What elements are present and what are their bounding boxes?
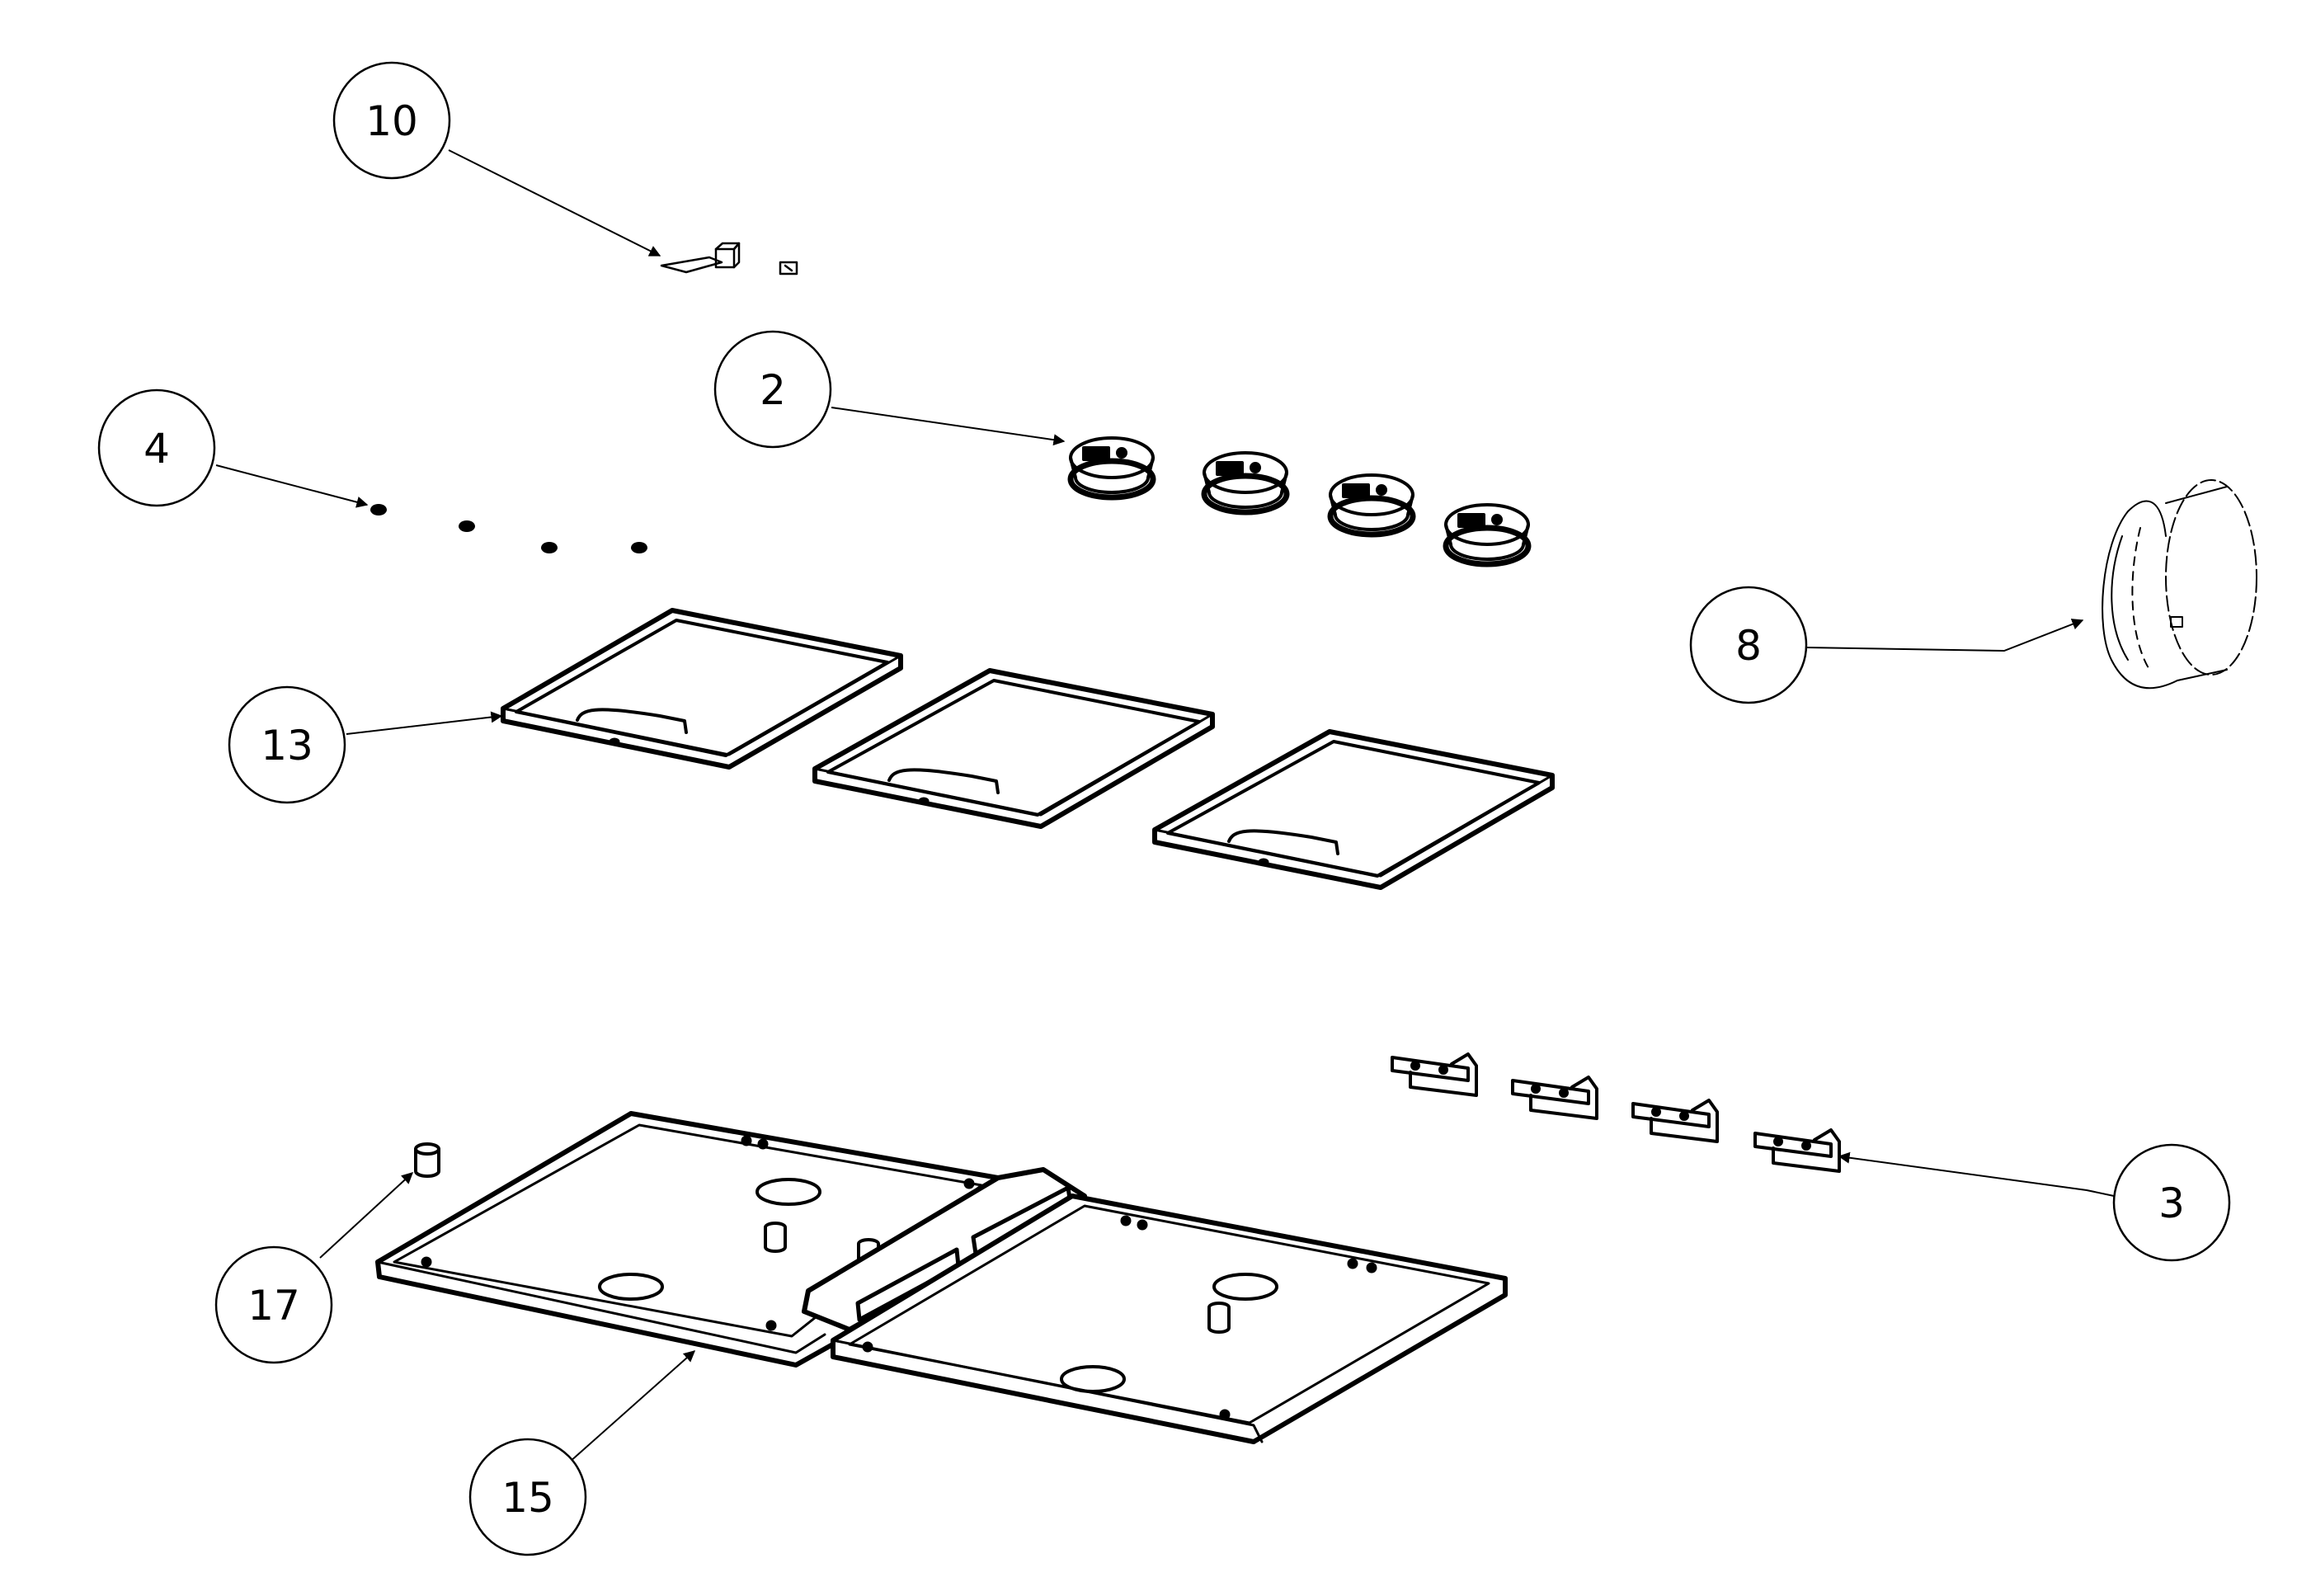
svg-text:17: 17 [247,1282,300,1330]
svg-text:4: 4 [144,425,170,473]
callout-2: 2 [713,330,832,449]
leader-3 [1838,1151,2115,1197]
callout-bubbles: 10 2 4 8 13 3 17 15 [97,61,2231,1556]
leader-lines [215,149,2115,1463]
leader-10 [448,149,661,257]
part-13-grease-filters [501,608,1555,890]
svg-text:3: 3 [2158,1179,2185,1227]
svg-text:15: 15 [501,1474,554,1522]
leader-4 [215,464,369,508]
part-10-switch-assembly [660,242,798,275]
leader-8 [1805,619,2084,652]
part-2-knobs [1067,436,1532,567]
callout-17: 17 [214,1245,333,1364]
callout-3: 3 [2112,1143,2231,1262]
svg-text:2: 2 [760,366,786,414]
svg-text:13: 13 [261,722,313,770]
callout-10: 10 [332,61,451,180]
svg-text:10: 10 [365,97,418,145]
leader-15 [568,1350,696,1463]
callout-15: 15 [468,1438,587,1556]
leader-2 [831,407,1066,446]
callout-8: 8 [1689,586,1808,704]
part-8-duct-collar [2102,479,2257,690]
leader-13 [346,711,503,735]
part-4-fasteners [370,504,647,553]
callout-13: 13 [228,685,346,804]
leader-17 [319,1172,414,1259]
part-17-spacer [414,1142,440,1178]
svg-text:8: 8 [1735,622,1762,670]
part-3-clips [1391,1052,1841,1173]
part-15-housing [375,1111,1508,1444]
callout-4: 4 [97,388,216,507]
